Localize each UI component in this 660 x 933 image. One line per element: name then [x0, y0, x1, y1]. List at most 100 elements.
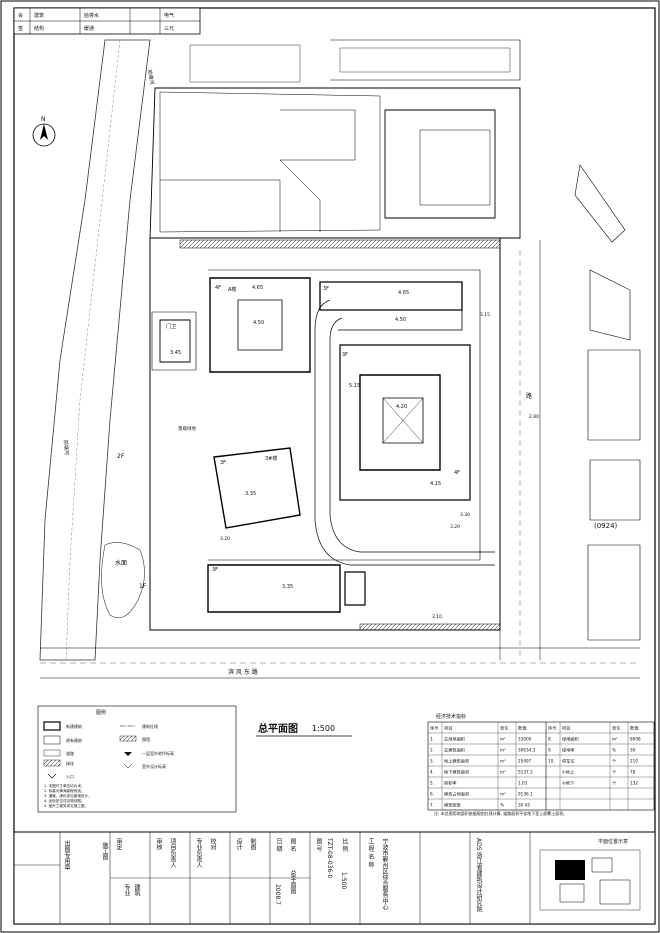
tech-table-cell: 1.03: [518, 781, 528, 786]
signoff-cell: 结构: [34, 25, 44, 32]
tech-table-cell: %: [612, 748, 616, 753]
tech-table-cell: 210: [630, 759, 638, 764]
gatehouse-label: 门卫: [166, 323, 176, 330]
building-label: 3#楼: [265, 455, 277, 462]
tech-table-cell: 建筑密度: [444, 802, 462, 809]
tech-table-cell: 绿地面积: [562, 736, 579, 743]
tech-table-cell: 地下建筑面积: [444, 769, 469, 776]
tech-table-cell: 个: [612, 781, 617, 786]
legend-item: 新建建筑: [66, 723, 82, 729]
elev-mark: 3.30: [460, 512, 470, 518]
legend-note: 5. 室外工程另详见施工图。: [44, 803, 88, 808]
role-label: 校对: [209, 838, 216, 850]
legend-note: 2. 标高为黄海高程系统。: [44, 788, 85, 793]
river-centerline: [65, 39, 121, 661]
tech-table-header: 项目: [444, 726, 452, 732]
tech-table-cell: 9136.1: [518, 792, 533, 797]
internal-road: [208, 269, 481, 561]
north-wall: [179, 239, 501, 249]
tech-table-cell: 停车位: [562, 758, 575, 765]
date-label: 日 期: [275, 838, 282, 852]
plan-scale: 1:500: [312, 724, 335, 733]
floor-label: 1F: [139, 583, 147, 590]
drawing-no: TZT-08-036-0: [326, 838, 333, 879]
main-core: [359, 374, 441, 471]
elev-label: 4.50: [395, 317, 406, 323]
existing-east-2: [587, 349, 641, 441]
signoff-cell: 给排水: [84, 12, 99, 19]
tech-table-cell: 8008: [630, 737, 641, 742]
water-label: 水面: [115, 559, 127, 567]
legend-item: 围墙: [142, 736, 150, 742]
gatehouse-lot: [151, 311, 197, 371]
tech-table-cell: %: [500, 803, 504, 808]
existing-east-1: [574, 164, 626, 243]
floor-label: 4F: [215, 285, 221, 291]
tech-table-cell: 容积率: [444, 780, 457, 787]
role-label: 设计: [235, 838, 242, 850]
elev-mark: 2.80: [529, 414, 539, 420]
legend-item: 道路: [66, 750, 74, 756]
elev-label: 4.50: [253, 320, 264, 326]
tech-table-cell: 地上建筑面积: [444, 758, 469, 765]
date-value: 2008.7: [274, 884, 281, 905]
title-block: [13, 831, 656, 925]
elev-label: 4.20: [396, 404, 407, 410]
tech-table-cell: 33000: [518, 737, 532, 742]
role-label: 审核: [155, 838, 162, 850]
tech-table-cell: 7.: [430, 803, 434, 808]
floor-label: 3F: [342, 352, 348, 358]
tech-table-cell: 个: [612, 759, 617, 764]
role-label: 项目负责人: [169, 838, 176, 868]
project-label: 工 程 名 称: [367, 838, 374, 868]
key-plan: [539, 849, 641, 911]
tech-table-cell: m²: [500, 770, 506, 775]
tech-table-cell: 132: [630, 781, 638, 786]
legend-note: 3. 道路、绿化详见景观设计。: [44, 793, 92, 798]
seal-label: 出图专用章: [63, 840, 70, 870]
tech-table-cell: 6.: [430, 792, 434, 797]
tech-table-cell: 4.: [430, 770, 434, 775]
signoff-cell: 电气: [164, 12, 174, 19]
floor-label: 4F: [454, 470, 460, 476]
legend-item: 室外设计标高: [142, 763, 166, 769]
elev-mark: 3.20: [220, 536, 230, 542]
floor-label: 2F: [117, 453, 125, 460]
building-a-court: [237, 299, 283, 351]
drawing-name: 总平面图: [289, 870, 296, 894]
elev-label: 3.35: [245, 491, 256, 497]
scale-label: 比 例: [341, 838, 348, 852]
tech-table-cell: 建筑占地面积: [444, 791, 469, 798]
legend-item: 入口: [66, 774, 74, 779]
tech-table-cell: 30: [630, 748, 636, 753]
atrium-cross: [382, 397, 424, 444]
existing-lot: [159, 91, 381, 233]
north-label: N: [41, 116, 46, 123]
signoff-cell: 会: [18, 12, 23, 19]
south-road-label: 滨 风 东 路: [228, 668, 258, 676]
floor-label: 3F: [212, 567, 218, 573]
tech-table-cell: 78: [630, 770, 636, 775]
river-label-south: 前塘河: [62, 440, 70, 456]
existing-building-ne: [384, 109, 496, 219]
legend: 图例 新建建筑 原有建筑 道路 绿化 入口 建筑红线 围墙 一层室外地坪标高 室…: [37, 705, 237, 813]
legend-item: 建筑红线: [142, 723, 158, 729]
gatehouse: [159, 319, 191, 363]
tech-table-cell: 9.: [548, 748, 552, 753]
elev-mark: 3.15: [480, 312, 490, 318]
key-plan-label: 平面位置示意: [598, 839, 629, 845]
legend-title: 图例: [96, 709, 106, 716]
legend-item: 绿化: [66, 760, 74, 766]
tech-table-cell: 10.: [548, 759, 555, 764]
signoff-cell: 暖通: [84, 25, 94, 32]
tech-table-cell: m²: [500, 748, 506, 753]
tech-table-cell: 8.: [548, 737, 552, 742]
tech-table-cell: 2.: [430, 748, 434, 753]
tech-table-cell: 5.: [430, 781, 434, 786]
project-name: 宁波市鄞州区综合服务中心: [381, 838, 388, 910]
south-wall: [359, 623, 501, 631]
existing-east-3: [587, 544, 641, 641]
tech-table-header: 序号: [430, 725, 438, 732]
legend-note: 4. 坐标定位详见规划图。: [44, 798, 85, 803]
